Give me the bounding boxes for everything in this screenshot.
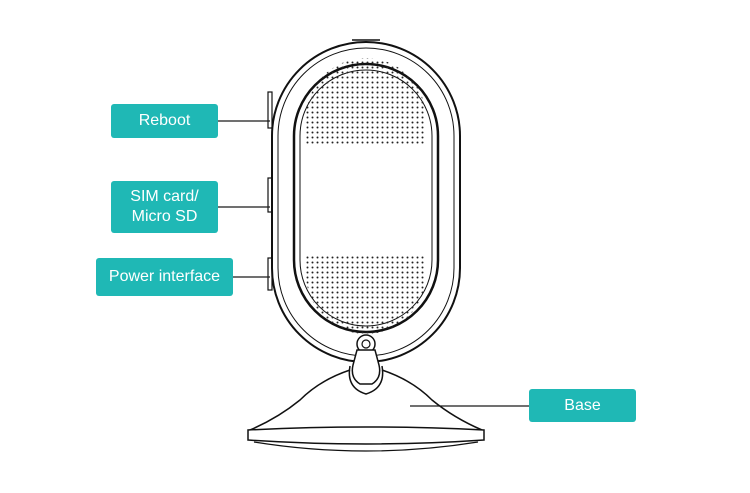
reboot-label: Reboot <box>111 104 218 138</box>
speaker-grille-top <box>306 58 426 146</box>
stand-joint <box>348 334 384 395</box>
power-interface-label: Power interface <box>96 258 233 296</box>
sim-card-label: SIM card/ Micro SD <box>111 181 218 233</box>
speaker-grille-bottom <box>306 254 426 334</box>
camera-base <box>247 369 485 452</box>
base-label: Base <box>529 389 636 422</box>
